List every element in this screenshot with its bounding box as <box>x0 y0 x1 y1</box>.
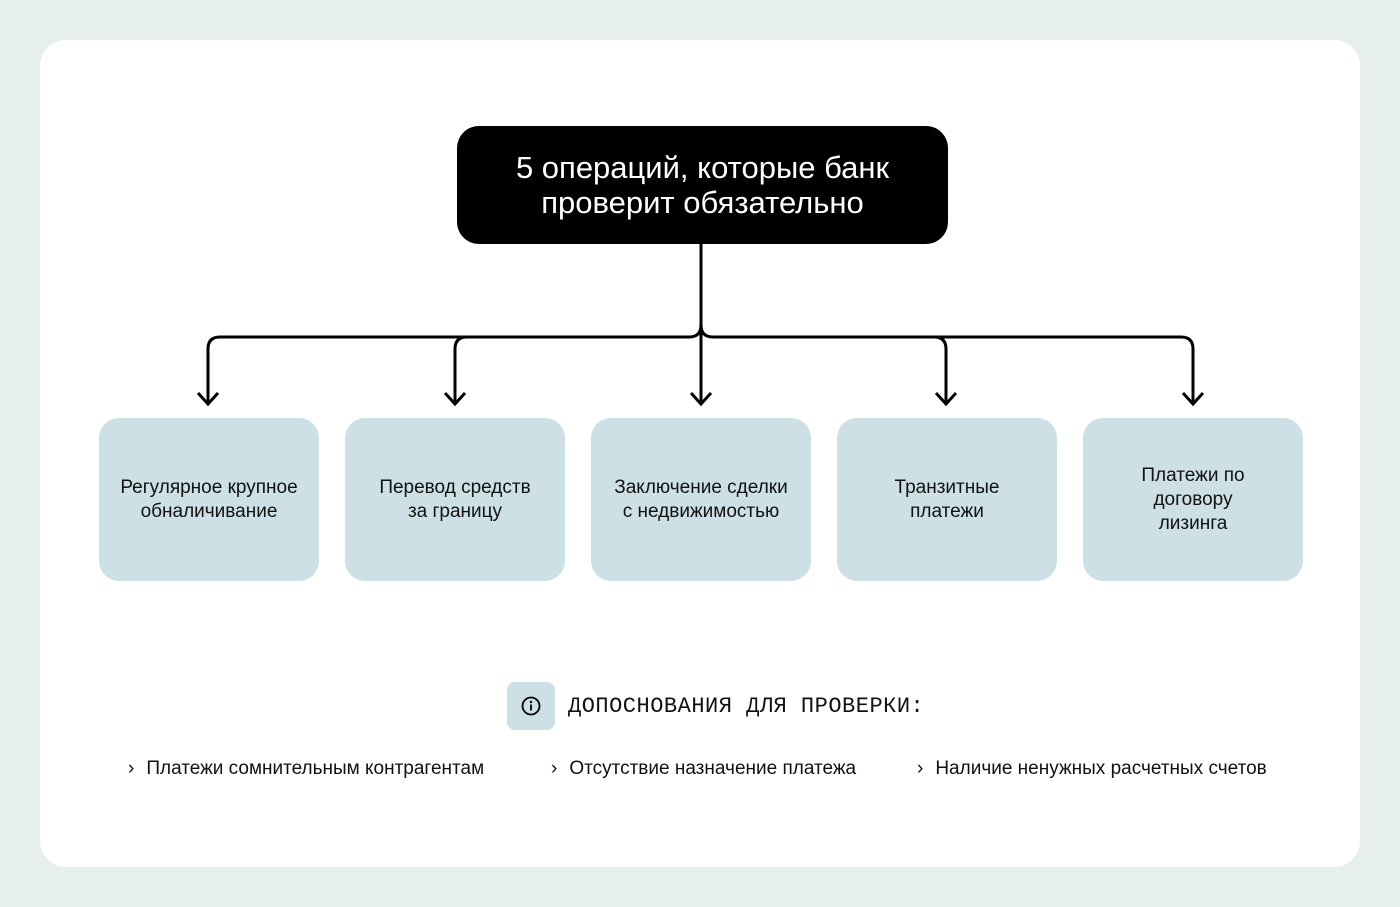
chevron-right-icon: › <box>551 758 558 779</box>
info-label: ДОПОСНОВАНИЯ ДЛЯ ПРОВЕРКИ: <box>568 694 925 719</box>
bullet-item: › Платежи сомнительным контрагентам <box>128 758 484 780</box>
operation-box: Заключение сделки с недвижимостью <box>591 418 811 581</box>
bullet-text: Платежи сомнительным контрагентам <box>146 758 485 779</box>
bullet-item: › Отсутствие назначение платежа <box>551 758 856 780</box>
connector-1 <box>453 335 468 403</box>
chevron-right-icon: › <box>128 758 135 779</box>
info-icon <box>521 696 541 716</box>
connector-4 <box>933 335 948 403</box>
operation-box: Перевод средств за границу <box>345 418 565 581</box>
info-badge <box>507 682 555 730</box>
chevron-right-icon: › <box>917 758 924 779</box>
operation-box: Регулярное крупное обналичивание <box>99 418 319 581</box>
operation-box: Транзитные платежи <box>837 418 1057 581</box>
diagram-title: 5 операций, которые банк проверит обязат… <box>457 126 948 244</box>
arrowheads <box>196 391 1205 407</box>
bullet-item: › Наличие ненужных расчетных счетов <box>917 758 1267 780</box>
operation-box: Платежи по договору лизинга <box>1083 418 1303 581</box>
bullet-text: Отсутствие назначение платежа <box>569 758 857 779</box>
bullet-text: Наличие ненужных расчетных счетов <box>935 758 1267 779</box>
